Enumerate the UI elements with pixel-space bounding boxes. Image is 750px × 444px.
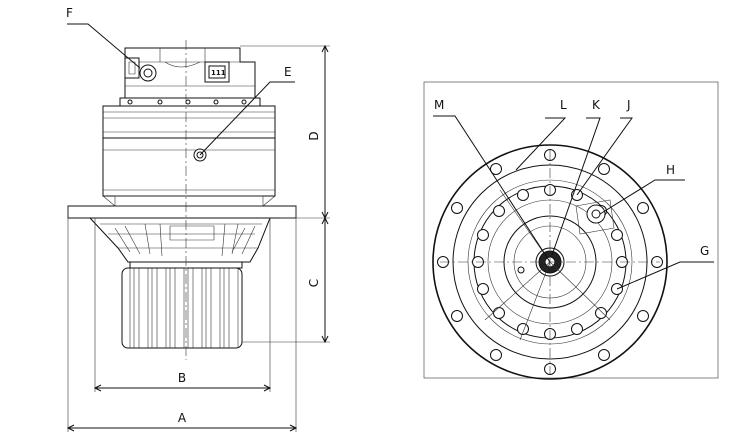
callout-label-k: K — [592, 98, 601, 112]
callout-j: J — [576, 98, 633, 196]
callout-h: H — [599, 163, 685, 215]
dimension-a: A — [66, 206, 298, 432]
dimension-b: B — [93, 218, 272, 392]
dimension-label-b: B — [178, 371, 186, 385]
callout-label-l: L — [560, 98, 567, 112]
dimension-label-a: A — [178, 411, 187, 425]
callout-label-j: J — [626, 98, 631, 112]
callout-label-m: M — [434, 98, 444, 112]
pinion-gear — [121, 261, 243, 349]
valve-block-right: 111 — [204, 61, 230, 83]
callout-k: K — [551, 98, 601, 256]
upper-housing — [102, 105, 276, 139]
callout-label-e: E — [284, 65, 292, 79]
dimension-c: C — [242, 216, 330, 344]
plug-marking: 111 — [211, 69, 226, 77]
outer-bolt-holes — [437, 149, 663, 375]
callout-label-g: G — [700, 244, 709, 258]
callout-m: M — [433, 98, 551, 263]
callout-l: L — [515, 98, 567, 171]
callout-g: G — [616, 244, 714, 290]
callout-label-h: H — [666, 163, 675, 177]
dimension-label-c: C — [307, 279, 321, 287]
port-plug-f — [139, 64, 157, 82]
outer-flange — [432, 144, 668, 380]
service-port-h — [575, 199, 615, 235]
callout-f: F — [66, 6, 141, 69]
callout-label-f: F — [66, 6, 73, 20]
lower-housing — [102, 137, 276, 197]
center-port — [517, 266, 525, 274]
side-view: 111 — [66, 6, 330, 432]
callout-e: E — [199, 65, 295, 156]
dimension-label-d: D — [307, 131, 321, 140]
mounting-flange — [67, 205, 297, 219]
front-view: M L K J H G — [423, 81, 719, 380]
